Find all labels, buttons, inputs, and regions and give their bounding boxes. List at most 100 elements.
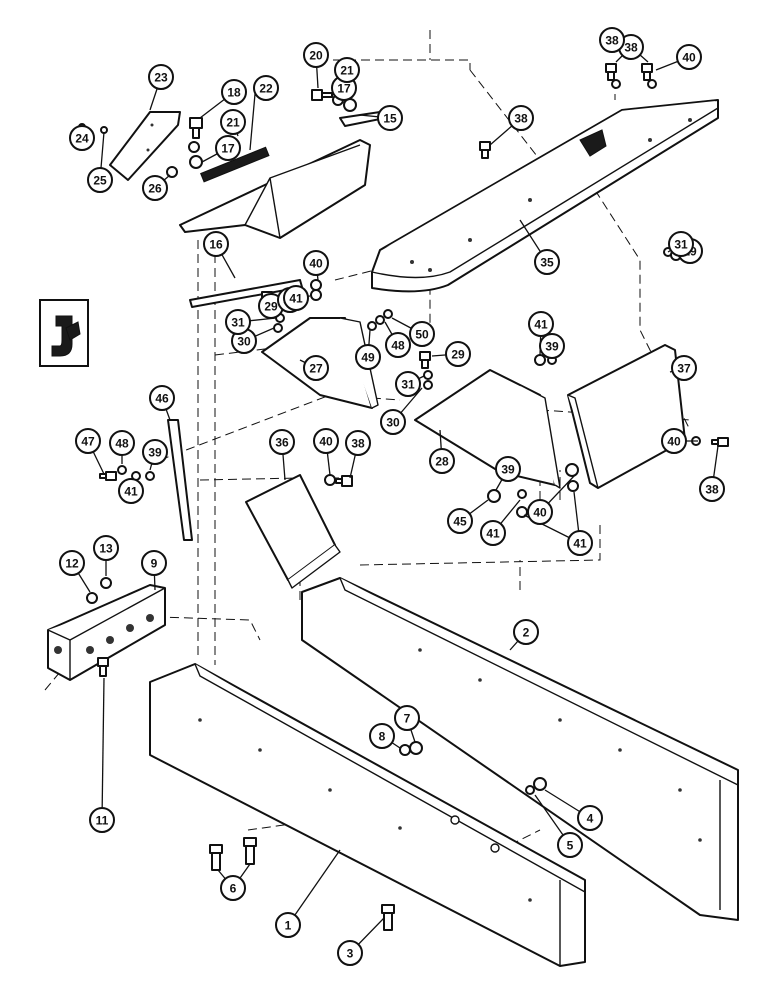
callout-28: 28 [429, 448, 455, 474]
svg-text:5: 5 [567, 839, 574, 853]
callout-41: 41 [118, 478, 144, 504]
callout-11: 11 [89, 807, 115, 833]
svg-text:3: 3 [347, 947, 354, 961]
washer-30a [273, 323, 283, 333]
callout-49: 49 [355, 344, 381, 370]
callout-46: 46 [149, 385, 175, 411]
callout-41: 41 [283, 285, 309, 311]
callout-12: 12 [59, 550, 85, 576]
callout-39: 39 [539, 333, 565, 359]
svg-text:35: 35 [540, 256, 554, 270]
washer-12 [86, 592, 98, 604]
bolt-38c [641, 63, 653, 81]
callout-37: 37 [671, 355, 697, 381]
callout-4: 4 [577, 805, 603, 831]
nut-49 [383, 309, 393, 319]
nut-41a [534, 354, 546, 366]
part-2-rear-panel [301, 577, 739, 921]
inset-50-frame [39, 299, 89, 367]
svg-text:39: 39 [501, 463, 515, 477]
callout-labels: 1234567891112131516171718192021212223242… [59, 27, 725, 966]
svg-text:41: 41 [289, 292, 303, 306]
washer-40f [647, 79, 657, 89]
callout-9: 9 [141, 550, 167, 576]
callout-3: 3 [337, 940, 363, 966]
svg-text:23: 23 [154, 71, 168, 85]
svg-text:48: 48 [115, 437, 129, 451]
nut-39d [565, 463, 579, 477]
bolt-46 [99, 471, 117, 481]
svg-text:37: 37 [677, 362, 691, 376]
bolt-3 [381, 904, 395, 931]
bolt-38a [479, 141, 491, 159]
callout-40: 40 [527, 499, 553, 525]
callout-40: 40 [313, 428, 339, 454]
svg-text:29: 29 [451, 348, 465, 362]
svg-text:47: 47 [81, 435, 95, 449]
svg-text:26: 26 [148, 182, 162, 196]
nut-17a [189, 155, 203, 169]
svg-text:40: 40 [667, 435, 681, 449]
svg-text:40: 40 [682, 51, 696, 65]
svg-text:38: 38 [624, 41, 638, 55]
nut-26 [166, 166, 178, 178]
washer-21a [188, 141, 200, 153]
callout-41: 41 [528, 311, 554, 337]
callout-39: 39 [142, 439, 168, 465]
washer-31b [423, 370, 433, 380]
washer-47 [375, 315, 385, 325]
svg-text:27: 27 [309, 362, 323, 376]
bolt-18 [189, 117, 203, 139]
svg-text:11: 11 [96, 814, 109, 828]
part-37-right-cover [567, 344, 686, 489]
callout-29: 29 [445, 341, 471, 367]
nut-13 [100, 577, 112, 589]
part-28-right-plate [414, 369, 561, 489]
callout-40: 40 [676, 44, 702, 70]
svg-text:38: 38 [351, 437, 365, 451]
callout-41: 41 [567, 530, 593, 556]
svg-text:36: 36 [275, 436, 289, 450]
callout-1: 1 [275, 912, 301, 938]
svg-text:17: 17 [337, 82, 351, 96]
callout-8: 8 [369, 723, 395, 749]
callout-38: 38 [618, 34, 644, 60]
svg-text:12: 12 [65, 557, 79, 571]
part-22-terminal-bracket [179, 111, 386, 239]
svg-text:9: 9 [151, 557, 158, 571]
part-36-cover-plate [245, 474, 341, 589]
svg-text:31: 31 [674, 238, 688, 252]
callout-16: 16 [203, 231, 229, 257]
svg-text:28: 28 [435, 455, 449, 469]
svg-text:38: 38 [705, 483, 719, 497]
svg-text:40: 40 [533, 506, 547, 520]
callout-31: 31 [395, 371, 421, 397]
svg-text:7: 7 [404, 712, 411, 726]
washer-30b [423, 380, 433, 390]
svg-text:30: 30 [386, 416, 400, 430]
callout-31: 31 [668, 231, 694, 257]
washer-5 [525, 785, 535, 795]
svg-text:39: 39 [545, 340, 559, 354]
callout-2: 2 [513, 619, 539, 645]
part-45-strip [167, 419, 193, 541]
callout-18: 18 [221, 79, 247, 105]
svg-text:20: 20 [309, 49, 323, 63]
washer-39a [310, 289, 322, 301]
callout-40: 40 [661, 428, 687, 454]
callout-39: 39 [495, 456, 521, 482]
nut-7 [409, 741, 423, 755]
callout-5: 5 [557, 832, 583, 858]
callout-7: 7 [394, 705, 420, 731]
svg-text:21: 21 [340, 64, 354, 78]
washer-40b [517, 489, 527, 499]
bolt-38b [605, 63, 617, 81]
svg-text:2: 2 [523, 626, 530, 640]
svg-text:6: 6 [230, 882, 237, 896]
callout-41: 41 [480, 520, 506, 546]
svg-text:22: 22 [259, 82, 273, 96]
svg-text:41: 41 [573, 537, 587, 551]
nut-4 [533, 777, 547, 791]
washer-8 [399, 744, 411, 756]
bolt-11 [97, 657, 109, 677]
